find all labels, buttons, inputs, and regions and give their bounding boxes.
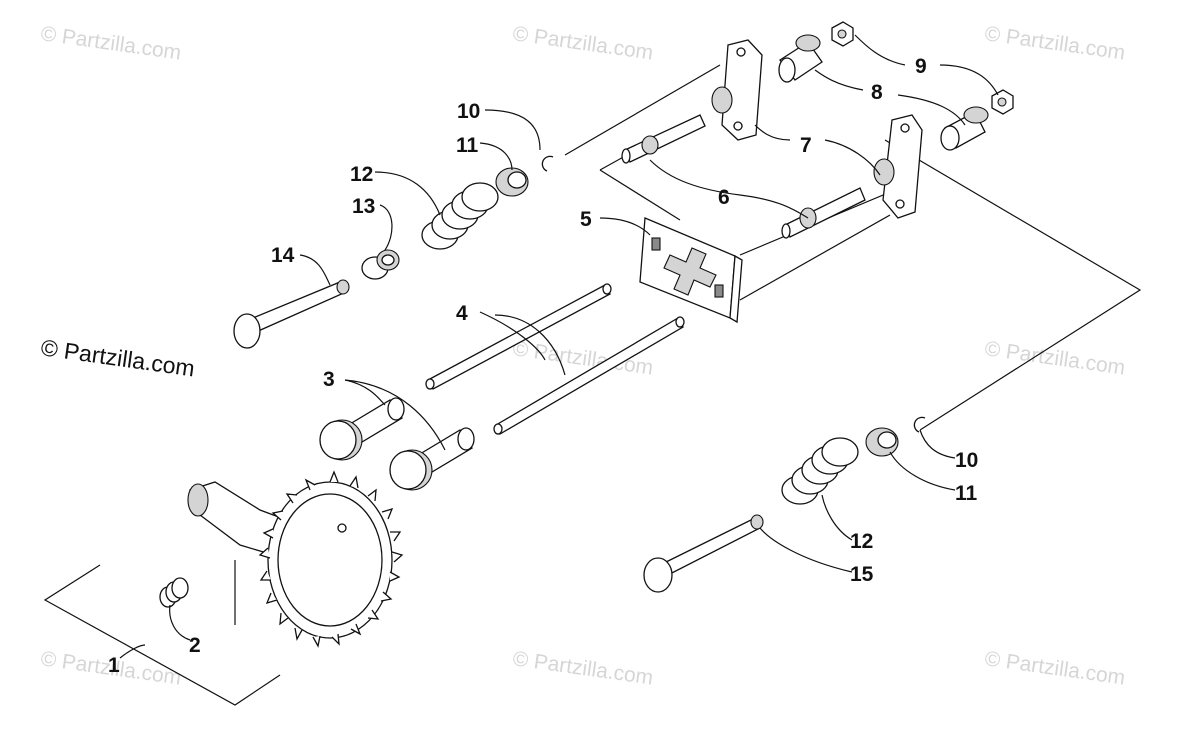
callout-9: 9 (915, 55, 927, 78)
camshaft-1 (187, 470, 404, 648)
tappet-3a (319, 397, 405, 461)
rocker-arm-7a (711, 39, 763, 141)
watermark: © Partzilla.com (39, 22, 182, 64)
cam-gear (258, 470, 404, 648)
valve-15 (643, 514, 764, 593)
callout-10-upper: 10 (457, 100, 480, 123)
pivot-8b (940, 106, 989, 151)
callout-12-upper: 12 (350, 163, 373, 186)
watermark: © Partzilla.com (511, 647, 654, 689)
callout-11-lower: 11 (955, 482, 978, 505)
push-rod-4a (425, 283, 612, 390)
rocker-stud-6b (781, 187, 866, 239)
keeper-10-lower (913, 416, 926, 433)
callout-3: 3 (323, 368, 335, 391)
tappet-3b (389, 427, 475, 491)
callout-15: 15 (850, 563, 874, 586)
watermark: © Partzilla.com (511, 22, 654, 64)
callout-8: 8 (871, 81, 883, 104)
nut-9a (831, 21, 854, 47)
assembly-lines (43, 64, 1142, 706)
spring-12-upper (421, 182, 499, 250)
callout-1: 1 (108, 654, 120, 677)
retainer-11-lower (865, 427, 899, 457)
copyright-label: © Partzilla.com (39, 334, 196, 381)
valve-seal-13 (361, 249, 400, 280)
pivot-8a (778, 34, 823, 83)
push-rod-4b (493, 316, 685, 435)
callout-14: 14 (271, 244, 295, 267)
callout-12-lower: 12 (850, 530, 873, 553)
callout-13: 13 (352, 195, 375, 218)
watermark: © Partzilla.com (983, 647, 1126, 689)
leader-lines (119, 34, 999, 659)
callouts: 1 2 3 4 5 6 7 8 9 10 11 12 13 14 10 11 1… (108, 55, 978, 677)
rocker-stud-6a (621, 114, 706, 164)
valve-14 (233, 279, 350, 349)
watermark: © Partzilla.com (983, 22, 1126, 64)
nut-9b (991, 89, 1014, 115)
callout-7: 7 (800, 134, 812, 157)
spring-2 (159, 577, 189, 608)
callout-10-lower: 10 (955, 449, 978, 472)
callout-4: 4 (456, 302, 468, 325)
callout-5: 5 (580, 208, 592, 231)
spring-12-lower (781, 437, 859, 505)
callout-6: 6 (718, 186, 730, 209)
callout-2: 2 (189, 634, 201, 657)
retainer-11-upper (495, 167, 529, 197)
rocker-plate-5 (639, 217, 743, 324)
rocker-arm-7b (873, 114, 923, 219)
callout-11-upper: 11 (456, 134, 479, 157)
keeper-10-upper (541, 155, 554, 172)
